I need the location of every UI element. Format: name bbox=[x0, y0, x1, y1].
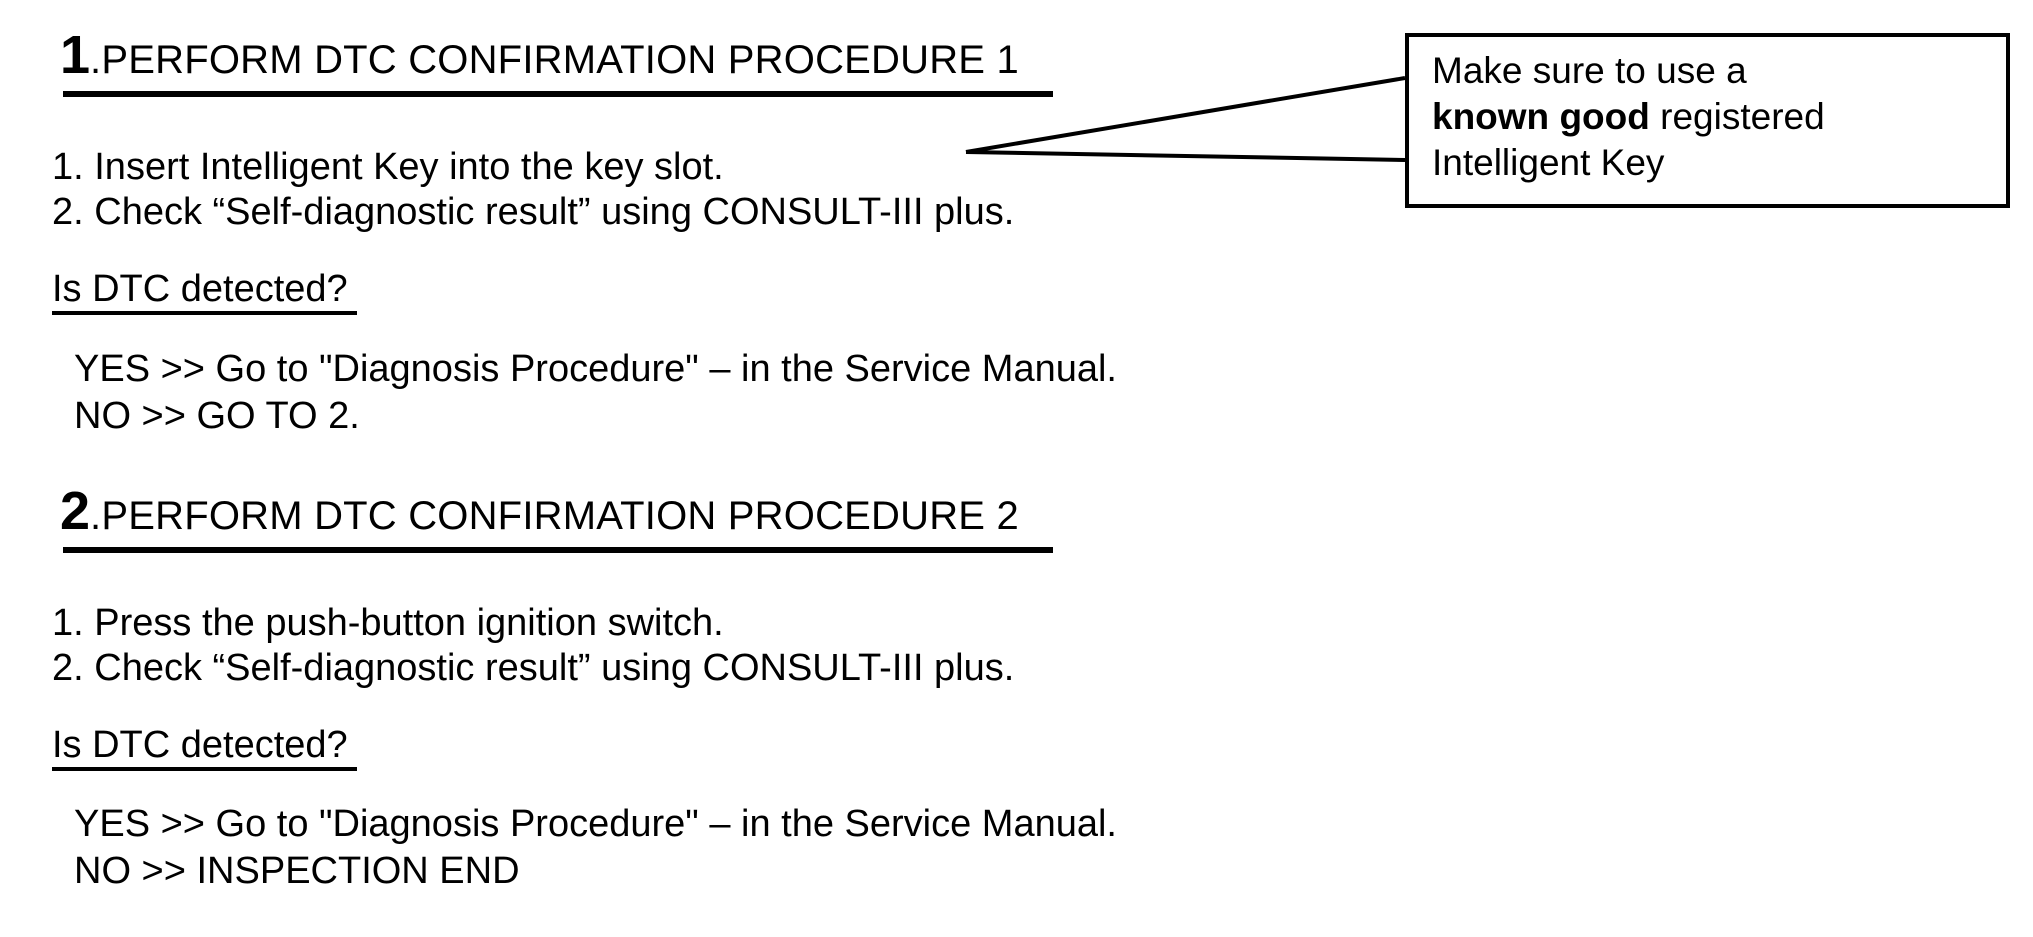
section-1-answer-no: NO >> GO TO 2. bbox=[74, 395, 360, 437]
section-1-step-1: 1. Insert Intelligent Key into the key s… bbox=[52, 146, 724, 188]
callout-line-1: Make sure to use a bbox=[1432, 50, 1747, 91]
section-2-heading: 2 .PERFORM DTC CONFIRMATION PROCEDURE 2 bbox=[60, 484, 1019, 538]
section-2-question-underline bbox=[52, 767, 357, 771]
section-2-answer-no: NO >> INSPECTION END bbox=[74, 850, 520, 892]
callout-line-3: Intelligent Key bbox=[1432, 142, 1665, 183]
section-1-answer-yes: YES >> Go to "Diagnosis Procedure" – in … bbox=[74, 348, 1117, 390]
callout-text: Make sure to use a known good registered… bbox=[1432, 48, 1997, 186]
section-2-step-1: 1. Press the push-button ignition switch… bbox=[52, 602, 724, 644]
section-2-number: 2 bbox=[60, 481, 90, 541]
section-1-heading-underline bbox=[63, 91, 1053, 97]
section-2-question: Is DTC detected? bbox=[52, 724, 348, 766]
section-2-answer-yes: YES >> Go to "Diagnosis Procedure" – in … bbox=[74, 803, 1117, 845]
section-1-step-2: 2. Check “Self-diagnostic result” using … bbox=[52, 191, 1015, 233]
section-2-title: .PERFORM DTC CONFIRMATION PROCEDURE 2 bbox=[90, 494, 1019, 538]
section-2-heading-rule bbox=[63, 547, 1053, 553]
callout-line-2: known good registered bbox=[1432, 94, 1997, 140]
section-2-step-2: 2. Check “Self-diagnostic result” using … bbox=[52, 647, 1015, 689]
callout-box bbox=[1405, 33, 2010, 208]
callout-line-2-rest: registered bbox=[1649, 96, 1825, 137]
section-1-number: 1 bbox=[60, 25, 90, 85]
section-1-question: Is DTC detected? bbox=[52, 268, 348, 310]
section-1-question-underline bbox=[52, 311, 357, 315]
section-1-heading: 1 .PERFORM DTC CONFIRMATION PROCEDURE 1 bbox=[60, 28, 1019, 82]
section-1-title: .PERFORM DTC CONFIRMATION PROCEDURE 1 bbox=[90, 38, 1019, 82]
callout-emphasis: known good bbox=[1432, 96, 1650, 137]
